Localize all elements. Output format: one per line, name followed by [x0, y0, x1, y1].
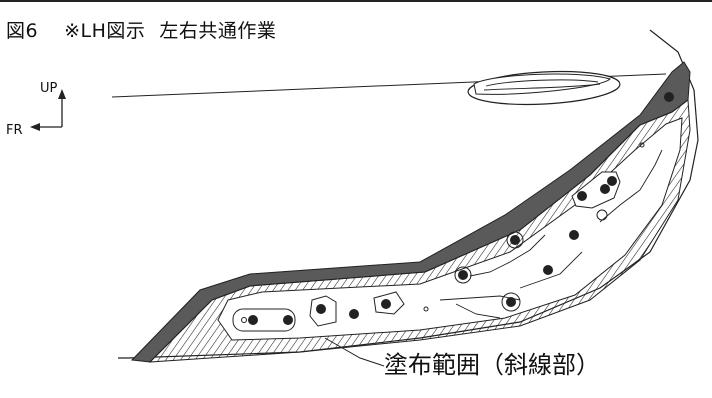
callout-leader-line: [324, 337, 385, 367]
up-direction-label: UP: [40, 81, 58, 96]
inner-plate: [217, 117, 683, 341]
figure-number: 図6: [6, 20, 39, 42]
fastener-holes: [248, 92, 674, 325]
front-direction-label: FR: [6, 123, 23, 138]
coating-area-callout: 塗布範囲（斜線部）: [384, 351, 600, 379]
hole-rings: [241, 142, 645, 323]
figure-title: 図6 ※LH図示左右共通作業: [6, 22, 276, 41]
door-handle-recess: [467, 70, 621, 106]
figure-note: ※LH図示: [64, 20, 146, 42]
direction-arrows-icon: [30, 89, 66, 131]
top-border-line: [0, 0, 712, 2]
figure-task: 左右共通作業: [159, 20, 277, 42]
inner-detail-lines: [439, 149, 663, 319]
